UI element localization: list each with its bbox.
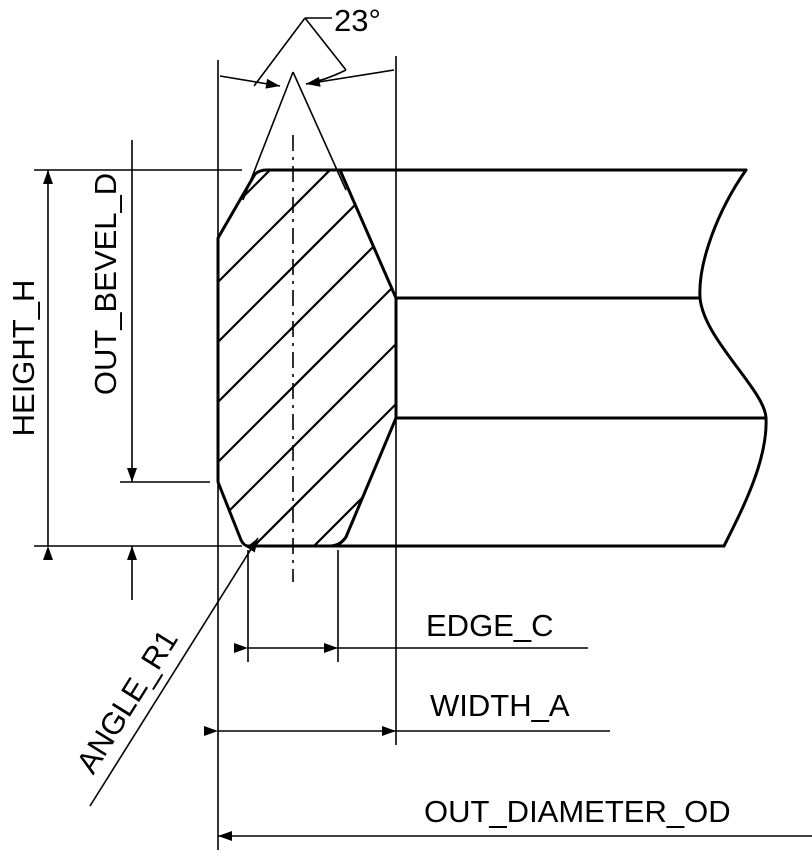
seal-profile-outline — [216, 168, 398, 548]
angle-dimension — [219, 17, 395, 89]
angle-r1-label: ANGLE_R1 — [69, 623, 185, 779]
section-hatching — [218, 170, 396, 546]
width-label: WIDTH_A — [430, 688, 570, 723]
bevel-extension-right — [292, 71, 347, 191]
angle-label: 23° — [334, 3, 381, 38]
bevel-extension-left — [242, 71, 294, 201]
break-line — [698, 168, 768, 548]
out-bevel-label: OUT_BEVEL_D — [88, 173, 123, 395]
angle-r1-leader — [89, 537, 259, 807]
height-label: HEIGHT_H — [6, 280, 41, 437]
edge-label: EDGE_C — [426, 608, 553, 643]
out-diameter-label: OUT_DIAMETER_OD — [424, 794, 731, 829]
